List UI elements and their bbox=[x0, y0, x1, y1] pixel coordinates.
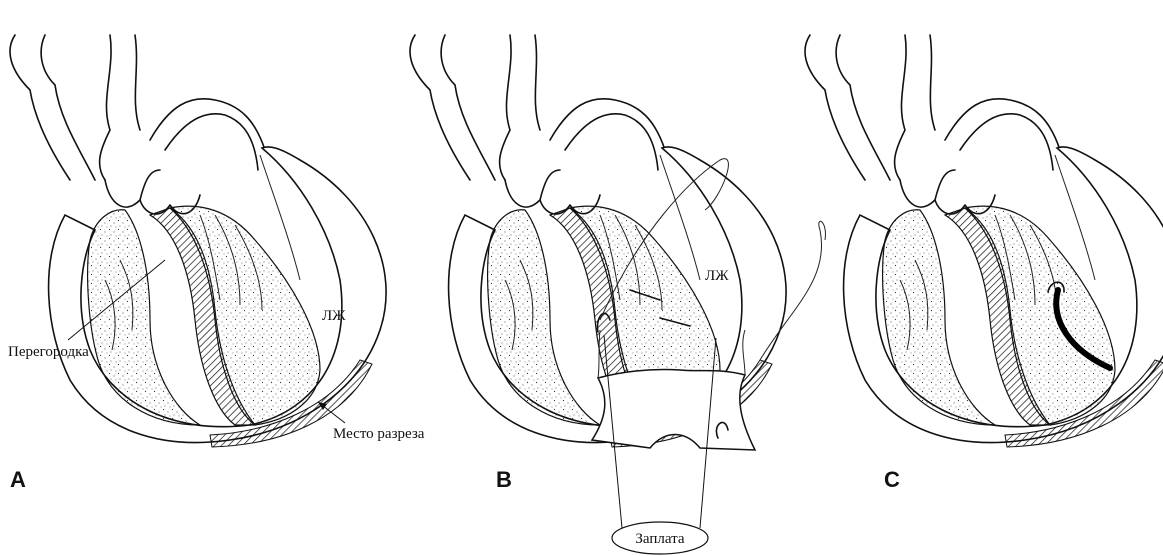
heart-drawing-a bbox=[10, 35, 386, 447]
septum-label: Перегородка bbox=[8, 344, 89, 360]
panel-letter-b: B bbox=[496, 467, 512, 492]
lv-label-a: ЛЖ bbox=[322, 308, 346, 324]
heart-drawing-c bbox=[805, 35, 1163, 447]
panel-letter-a: A bbox=[10, 467, 26, 492]
patch-label: Заплата bbox=[635, 531, 684, 547]
panel-c: C bbox=[805, 35, 1163, 492]
panel-b: ЛЖ Заплата B bbox=[410, 35, 825, 554]
incision-label: Место разреза bbox=[333, 426, 425, 442]
panel-letter-c: C bbox=[884, 467, 900, 492]
lv-label-b: ЛЖ bbox=[705, 268, 729, 284]
panel-a: ЛЖ Перегородка Место разреза A bbox=[8, 35, 425, 492]
